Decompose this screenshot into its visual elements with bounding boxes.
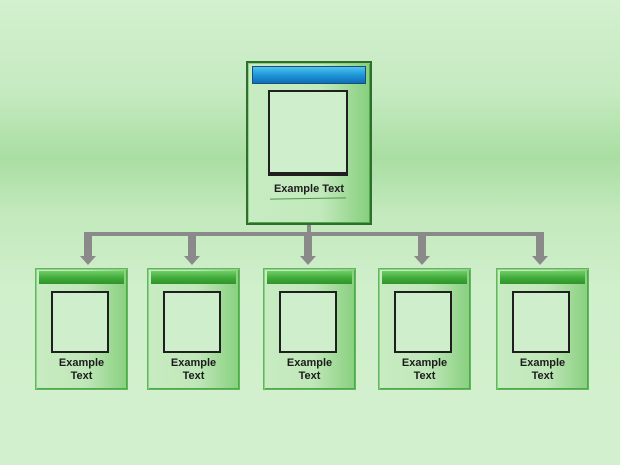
child-node-label: Example Text bbox=[379, 357, 470, 383]
arrow-down-icon bbox=[80, 256, 96, 265]
child-node-header bbox=[267, 271, 352, 284]
connector-drop-3 bbox=[304, 234, 312, 256]
child-node-label-line2: Text bbox=[70, 370, 93, 382]
child-node-image-frame bbox=[394, 291, 452, 353]
connector-horizontal bbox=[84, 232, 544, 236]
child-node-4: Example Text bbox=[378, 268, 471, 390]
child-node-image-frame bbox=[163, 291, 221, 353]
child-node-image-frame bbox=[512, 291, 570, 353]
connector-drop-2 bbox=[188, 234, 196, 256]
child-node-label: Example Text bbox=[36, 357, 127, 383]
child-node-header bbox=[382, 271, 467, 284]
child-node-label: Example Text bbox=[148, 357, 239, 383]
child-node-1: Example Text bbox=[35, 268, 128, 390]
child-node-label-line2: Text bbox=[298, 370, 321, 382]
arrow-down-icon bbox=[414, 256, 430, 265]
child-node-header bbox=[39, 271, 124, 284]
child-node-5: Example Text bbox=[496, 268, 589, 390]
child-node-label-line2: Text bbox=[531, 370, 554, 382]
root-node-label: Example Text bbox=[273, 183, 345, 195]
arrow-down-icon bbox=[532, 256, 548, 265]
root-node-header bbox=[252, 66, 366, 84]
child-node-label-line1: Example bbox=[519, 357, 566, 369]
child-node-image-frame bbox=[279, 291, 337, 353]
child-node-header bbox=[151, 271, 236, 284]
arrow-down-icon bbox=[300, 256, 316, 265]
root-node-image-frame bbox=[268, 90, 348, 176]
connector-vertical-root bbox=[307, 225, 311, 234]
connector-drop-5 bbox=[536, 234, 544, 256]
child-node-label-line1: Example bbox=[58, 357, 105, 369]
child-node-label: Example Text bbox=[264, 357, 355, 383]
child-node-label-line1: Example bbox=[401, 357, 448, 369]
child-node-2: Example Text bbox=[147, 268, 240, 390]
child-node-header bbox=[500, 271, 585, 284]
child-node-label-line2: Text bbox=[413, 370, 436, 382]
root-node-underline bbox=[269, 197, 347, 200]
connector-drop-4 bbox=[418, 234, 426, 256]
child-node-label: Example Text bbox=[497, 357, 588, 383]
child-node-label-line2: Text bbox=[182, 370, 205, 382]
child-node-3: Example Text bbox=[263, 268, 356, 390]
root-node: Example Text bbox=[246, 61, 372, 225]
arrow-down-icon bbox=[184, 256, 200, 265]
child-node-image-frame bbox=[51, 291, 109, 353]
connector-drop-1 bbox=[84, 234, 92, 256]
child-node-label-line1: Example bbox=[286, 357, 333, 369]
child-node-label-line1: Example bbox=[170, 357, 217, 369]
